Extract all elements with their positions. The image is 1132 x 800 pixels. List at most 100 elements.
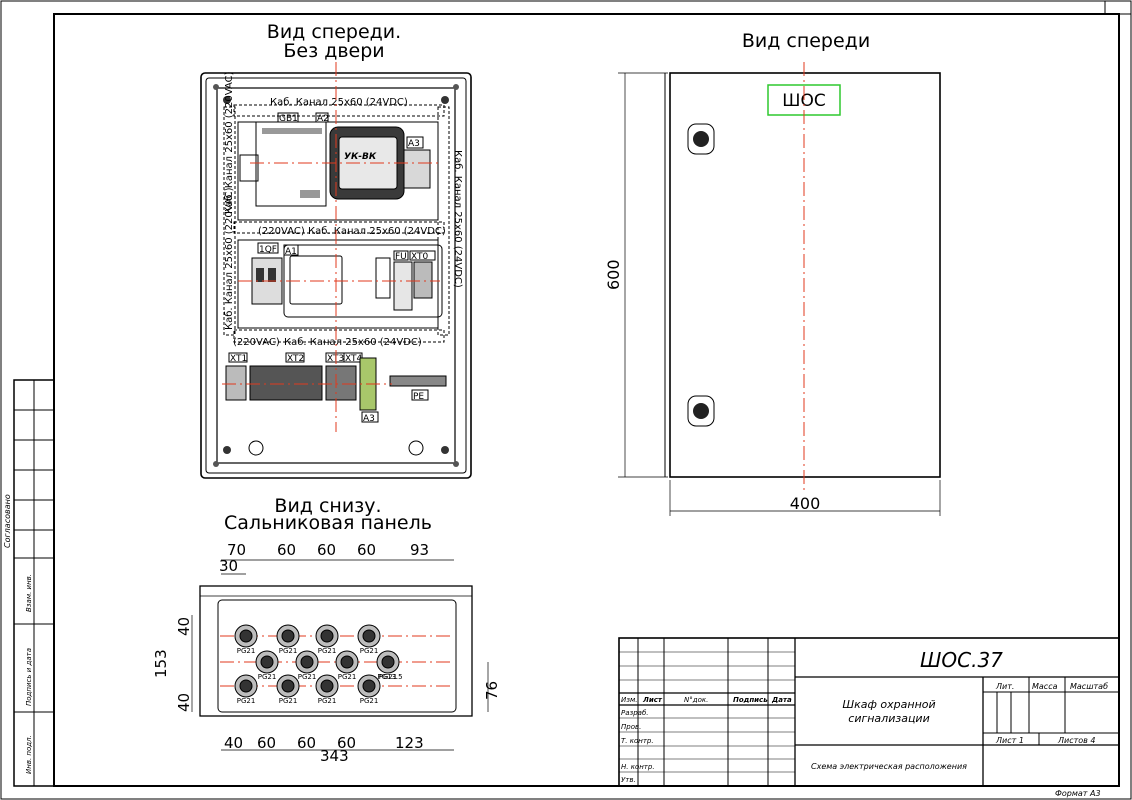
channel-middle-label: Каб. Канал 25х60 (24VDC) <box>308 226 446 237</box>
door-outline <box>669 72 941 478</box>
cable-gland: PG21 <box>357 624 381 655</box>
gb1-battery: GB1 <box>239 112 327 207</box>
dim-top-2: 60 <box>277 541 296 559</box>
gland-label: PG21 <box>338 673 357 681</box>
gland-label: PG21 <box>279 647 298 655</box>
col-izm: Изм. <box>621 696 637 704</box>
col-sign: Подпись <box>733 696 768 704</box>
gland-panel-inner <box>217 599 457 713</box>
mass-label: Масса <box>1032 682 1058 691</box>
doc-type: Схема электрическая расположения <box>811 762 967 771</box>
mounting-holes <box>213 84 459 467</box>
side-stamp: Согласовано Взам. инв. Подпись и дата Ин… <box>3 379 55 787</box>
svg-text:XT0: XT0 <box>411 252 429 262</box>
cable-gland: PG13.5 <box>377 673 402 681</box>
cable-gland: PG21 <box>335 650 359 681</box>
height-dimension: 600 <box>604 259 623 290</box>
lit-label: Лит. <box>995 682 1014 691</box>
svg-text:XT4: XT4 <box>345 354 363 364</box>
doc-name-line1: Шкаф охранной <box>842 698 935 711</box>
front-view-no-door: Вид спереди. Без двери Каб. Канал 25х60 … <box>200 21 472 479</box>
dim-top-4: 60 <box>357 541 376 559</box>
cable-gland: PG21 <box>315 674 339 705</box>
cable-gland: PG21 <box>234 674 258 705</box>
cable-gland: PG21 <box>276 674 300 705</box>
agreed-label: Согласовано <box>3 494 12 548</box>
dim-right: 76 <box>483 681 501 700</box>
bottom-title-line2: Сальниковая панель <box>224 512 432 534</box>
svg-text:XT1: XT1 <box>230 354 247 364</box>
dim-left-top: 40 <box>175 617 193 636</box>
gland-label: PG21 <box>279 697 298 705</box>
cable-gland: PG21 <box>295 650 319 681</box>
gland-panel-outer <box>199 585 473 717</box>
gland-label: PG21 <box>379 673 398 681</box>
svg-text:FU: FU <box>395 252 407 262</box>
cable-gland: PG21 <box>376 650 400 681</box>
svg-text:XT2: XT2 <box>287 354 304 364</box>
col-date: Дата <box>771 696 792 704</box>
channel-top-label: Каб. Канал 25х60 (24VDC) <box>270 97 408 108</box>
svg-text:PE: PE <box>413 392 424 402</box>
gland-label: PG13.5 <box>377 673 402 681</box>
inv-orig-label: Инв. подл. <box>25 735 33 774</box>
svg-text:A3: A3 <box>408 139 420 149</box>
designation: ШОС.37 <box>920 648 1003 672</box>
sheet-label: Лист 1 <box>995 736 1024 745</box>
cable-gland: PG21 <box>276 624 300 655</box>
breaker-1qf: 1QF <box>251 242 283 305</box>
replaced-inv-label: Взам. инв. <box>25 574 33 612</box>
gland-label: PG21 <box>360 697 379 705</box>
bottom-title-line1: Вид снизу. <box>274 495 381 517</box>
gland-label: PG21 <box>360 647 379 655</box>
gland-label: PG21 <box>258 673 277 681</box>
bottom-view: Вид снизу. Сальниковая панель 70 60 60 6… <box>152 495 501 765</box>
col-list: Лист <box>642 696 663 704</box>
dim-offset: 30 <box>219 557 238 575</box>
channel-left-lower-label: Каб. Канал 25х60 (220VAC) <box>224 187 235 330</box>
dim-bottom-2: 60 <box>257 734 276 752</box>
channel-bottom-label: Каб. Канал 25х60 (24VDC) <box>284 337 422 348</box>
cable-gland: PG21 <box>255 650 279 681</box>
doc-name-line2: сигнализации <box>848 712 929 725</box>
channel-middle-prefix: (220VAC) <box>258 226 305 237</box>
channel-left-upper-label: Каб. Канал 25х60 (220VAC) <box>224 71 235 214</box>
dim-top-1: 70 <box>227 541 246 559</box>
row-utv: Утв. <box>621 776 636 784</box>
row-razrab: Разраб. <box>621 709 649 717</box>
dim-bottom-5: 123 <box>395 734 424 752</box>
dim-left-bottom: 40 <box>175 693 193 712</box>
dim-bottom-3: 60 <box>297 734 316 752</box>
svg-text:A1: A1 <box>285 247 297 257</box>
dim-bottom-4: 60 <box>337 734 356 752</box>
dim-top-3: 60 <box>317 541 336 559</box>
front-view-door: Вид спереди ШОС 600 400 <box>604 30 941 516</box>
cable-gland: PG21 <box>234 624 258 655</box>
sign-date-label: Подпись и дата <box>25 648 33 706</box>
row-prov: Пров. <box>621 723 641 731</box>
dim-total: 343 <box>320 747 349 765</box>
front-nodoor-title-line1: Вид спереди. <box>267 21 401 43</box>
sheets-label: Листов 4 <box>1057 736 1096 745</box>
gland-label: PG21 <box>237 697 256 705</box>
gland-label: PG21 <box>298 673 317 681</box>
gland-label: PG21 <box>237 647 256 655</box>
a1-psu: A1 <box>283 244 443 318</box>
front-nodoor-title-line2: Без двери <box>283 40 384 62</box>
fu-xt0-terminals: FU XT0 <box>393 250 436 311</box>
dim-bottom-1: 40 <box>224 734 243 752</box>
uk-vk-label: УК-ВК <box>344 152 377 162</box>
door-lock-top <box>687 123 715 155</box>
front-title: Вид спереди <box>742 30 870 52</box>
row-tkontr: Т. контр. <box>621 737 654 745</box>
col-doc: N°док. <box>684 696 708 704</box>
format-label: Формат А3 <box>1055 789 1101 798</box>
channel-right-label: Каб. Канал 25х60 (24VDC) <box>452 150 463 288</box>
svg-text:1QF: 1QF <box>259 245 277 255</box>
door-lock-bottom <box>687 395 715 427</box>
cable-channels <box>223 104 450 343</box>
gland-label: PG21 <box>318 647 337 655</box>
row-nkontr: Н. контр. <box>621 763 655 771</box>
